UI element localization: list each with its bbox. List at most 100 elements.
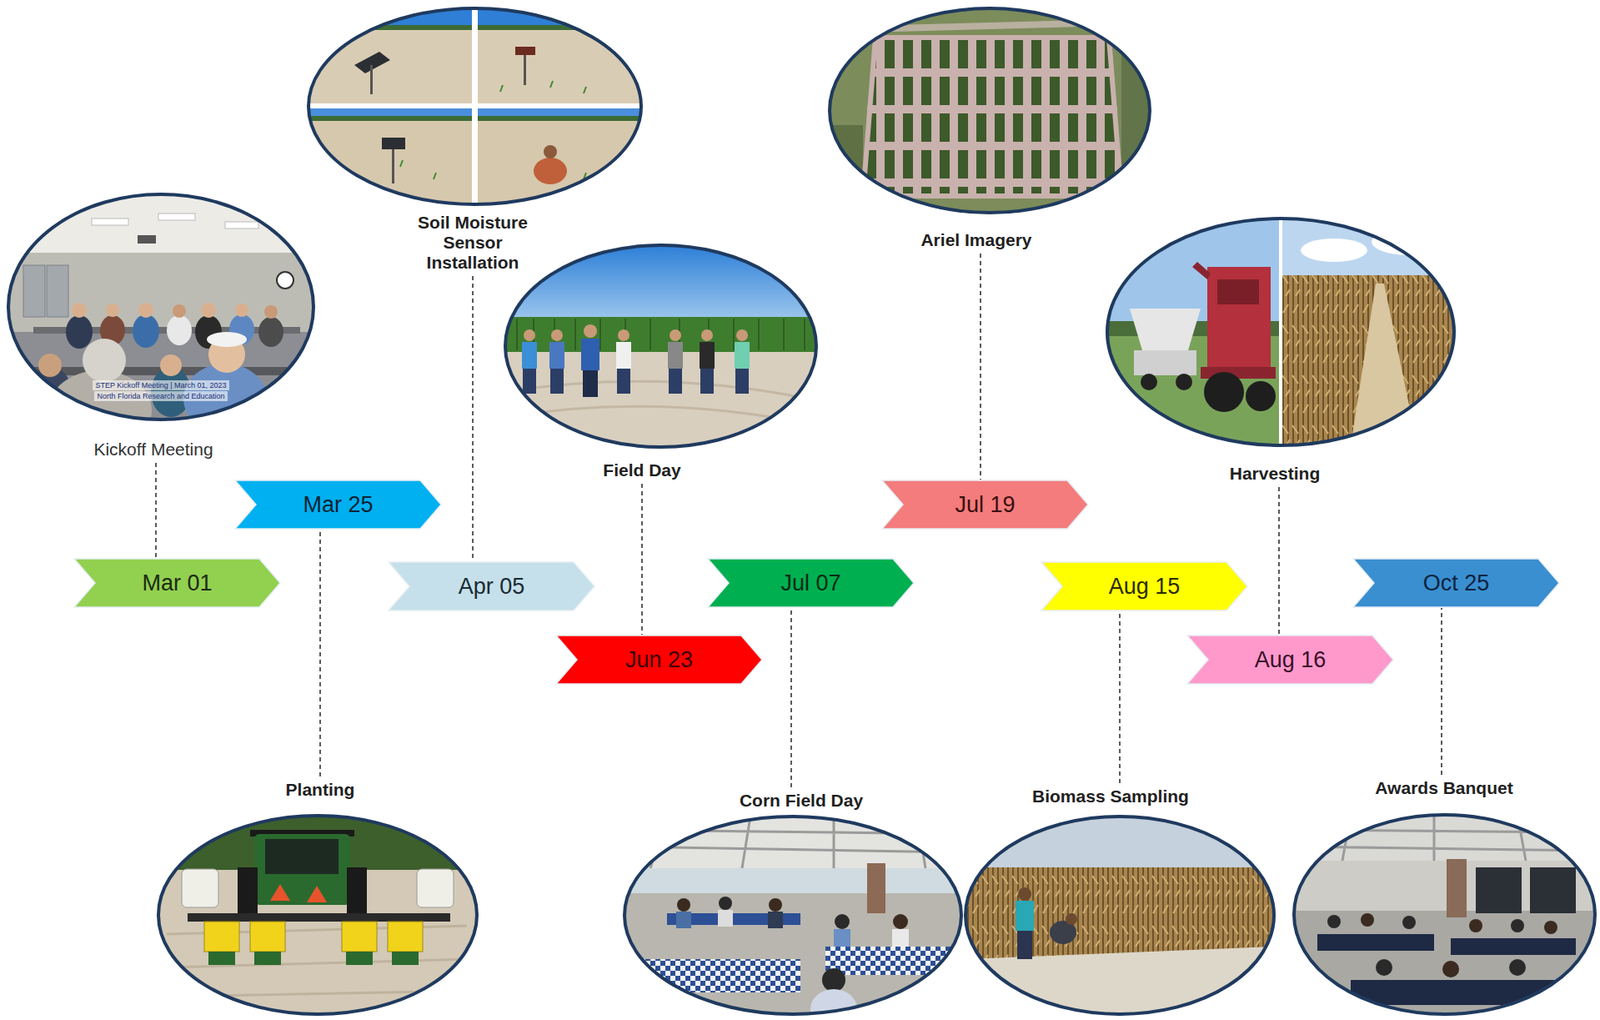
field-day-photo-part [582,370,598,397]
field-day-photo-part [616,368,631,394]
kickoff-photo-part [71,302,87,318]
field-day-photo [505,245,817,447]
banquet-photo-part [1375,958,1393,976]
kickoff-photo-part [258,316,284,347]
corn-field-day-photo-part [624,816,962,868]
kickoff-photo-part [172,304,186,318]
photo-event: Soil Moisture Sensor Installation [308,8,642,276]
planting-photo-part [346,867,367,913]
date-chevron: Apr 05 [387,561,596,612]
biomass-photo-part [965,867,1274,959]
harvesting-photo-part [1350,283,1418,446]
planting-photo-part [341,921,377,952]
photo-frames-part [308,8,642,205]
harvesting-photo-part [1217,279,1259,305]
corn-field-day-photo-part [833,928,851,948]
corn-field-day-photo-part [867,862,886,913]
planting-photo-part [306,885,327,903]
kickoff-photo-part [46,265,69,317]
field-day-photo-part [549,341,565,369]
field-day-photo-part [616,341,632,369]
aerial-photo-part [829,8,1150,213]
leader-line [471,275,474,562]
biomass-photo-part [965,946,1274,1014]
leader-line [155,462,157,558]
photo-event: Ariel Imagery [829,8,1150,254]
kickoff-photo-part [91,218,129,226]
harvesting-photo-part [1107,218,1281,446]
soil-sensor-photo-part [308,103,642,109]
photo-frames-part [505,245,817,447]
date-chevron: Mar 25 [234,479,442,530]
date-text: Aug 16 [1254,646,1327,673]
field-day-photo-part [734,341,750,369]
corn-field-day-photo-part [892,928,909,948]
field-day-photo-part [669,329,682,342]
photo-event: Biomass Sampling [965,782,1274,1014]
date-text: Jun 23 [625,646,693,673]
biomass-photo-part [1065,912,1078,925]
kickoff-photo-part [65,315,93,349]
date-text: Apr 05 [458,572,526,600]
banquet-photo-part [1446,858,1467,918]
kickoff-photo-part [235,303,249,317]
harvesting-photo-part [1175,373,1193,391]
banquet-photo [1294,814,1595,1014]
event-label: Awards Banquet [1344,777,1545,798]
biomass-photo-part [1015,900,1034,931]
biomass-photo [965,816,1274,1014]
corn-field-day-photo-part [676,911,692,928]
photo-caption-patch: STEP Kickoff Meeting | March 01, 2023 [92,380,229,391]
soil-sensor-photo-part [365,10,382,19]
corn-field-day-photo [624,816,962,1020]
planting-photo-part [237,867,258,913]
planting-photo [158,815,477,1014]
date-text: Aug 15 [1108,572,1181,600]
banquet-photo-part [1402,915,1416,929]
harvesting-photo-part [1203,371,1244,412]
planting-photo-part [387,921,423,952]
kickoff-photo-part [38,353,62,377]
date-chevron: Oct 25 [1352,557,1560,608]
photo-frames-part [829,8,1150,213]
planting-photo-part [208,951,236,965]
kickoff-photo-part [160,354,182,377]
chevron-fill [556,635,763,684]
kickoff-photo-part [132,314,160,348]
event-label: Biomass Sampling [1002,786,1219,807]
harvesting-photo-part [1245,381,1276,412]
banquet-photo-part [1294,814,1595,1014]
corn-field-day-photo-part [624,867,962,893]
planting-photo-part [158,815,477,1014]
kickoff-photo-part [200,302,216,318]
aerial-photo-part [867,106,1118,114]
harvesting-photo [1107,218,1455,446]
harvesting-photo-part [1278,218,1283,446]
event-label: Field Day [558,460,726,481]
aerial-photo-part [862,37,1122,196]
corn-field-day-photo-part [718,896,733,910]
planting-photo-part [181,868,219,908]
photo-event: Kickoff Meeting [8,194,315,463]
soil-sensor-photo [308,8,642,205]
kickoff-photo-part [8,194,315,421]
corn-field-day-photo-part [767,911,783,928]
aerial-photo [829,8,1150,213]
harvesting-photo-part [1129,308,1201,351]
date-chevron: Aug 16 [1186,634,1395,685]
banquet-photo-part [1509,958,1526,976]
planting-photo-part [187,912,451,922]
planting-photo-part [265,838,339,874]
photo-frames-part [8,194,314,420]
event-label: Soil Moisture Sensor Installation [410,212,536,273]
soil-sensor-photo-part [543,145,557,159]
date-text: Jul 19 [954,491,1015,518]
field-day-photo-part [523,329,536,342]
date-text: Mar 25 [302,491,373,518]
field-day-photo-part [505,245,817,325]
banquet-photo-part [1450,937,1576,955]
photo-caption: North Florida Research and Education [96,391,225,402]
field-day-photo-part [617,329,630,342]
